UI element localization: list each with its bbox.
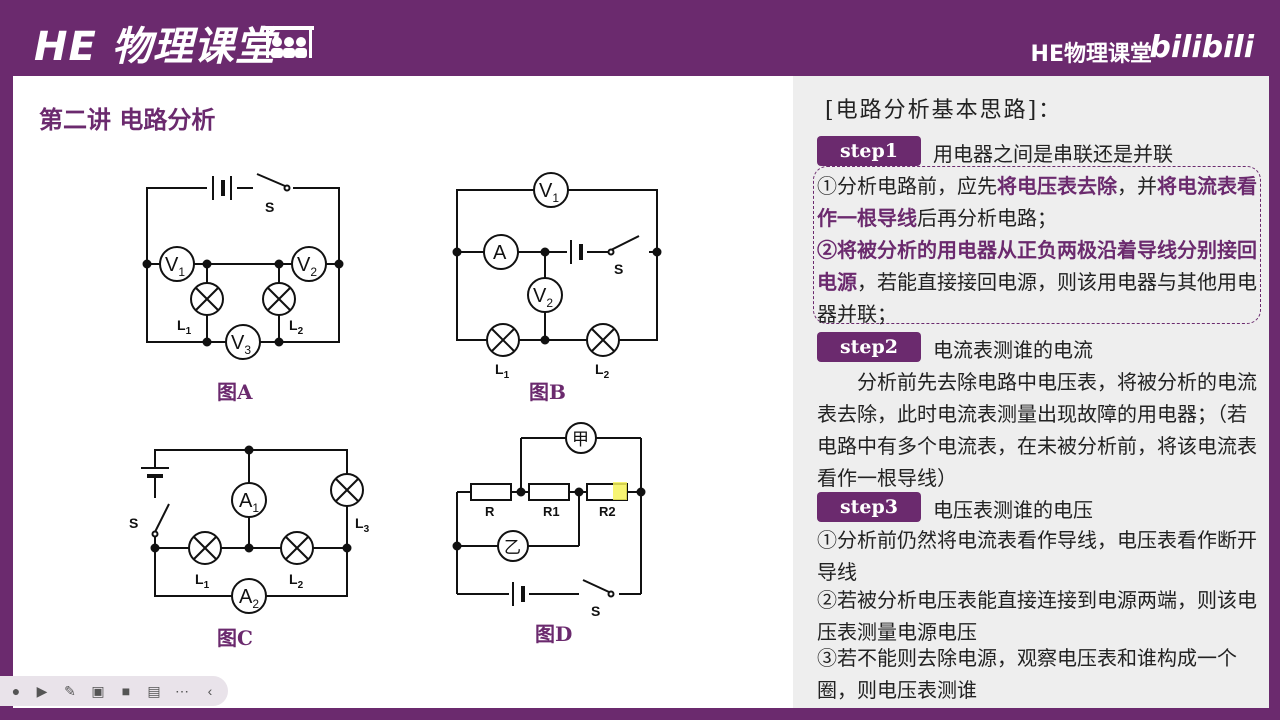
lamp-l2-label-b: L2 [595,361,610,381]
play-icon[interactable]: ▶ [36,683,48,699]
step1-badge: step1 [817,136,921,166]
step2-badge: step2 [817,332,921,362]
step3-title: 电压表测谁的电压 [933,498,1093,522]
figure-c-label: 图C [217,626,253,650]
step1-box [813,166,1261,324]
lamp-l1-label-b: L1 [495,361,510,381]
step3-badge: step3 [817,492,921,522]
notes-heading: [电路分析基本思路]： [825,98,1063,123]
circuit-d: 甲 R R1 R2 乙 S [452,422,646,619]
screenshot-icon[interactable]: ▣ [91,683,105,699]
resistor-r2-label: R2 [599,504,616,519]
brand-title: HE 物理课堂 [34,24,276,70]
switch-label-d: S [591,603,600,619]
circuit-a: S V1 V2 L1 L2 V3 [142,173,344,360]
more-icon[interactable]: ⋯ [175,683,189,699]
slide: 第二讲 电路分析 S V1 V2 [13,76,1269,708]
step3-point3: ③若不能则去除电源，观察电压表和谁构成一个圈，则电压表测谁 [817,646,1237,702]
lamp-l1-label-a: L1 [177,317,192,337]
step3-point1: ①分析前仍然将电流表看作导线，电压表看作断开导线 [817,528,1257,584]
lamp-l2-label-a: L2 [289,317,304,337]
circuit-diagrams: S V1 V2 L1 L2 V3 [129,172,662,619]
step1-title: 用电器之间是串联还是并联 [933,142,1173,166]
player-toolbar: ● ▶ ✎ ▣ ■ ▤ ⋯ ‹ [0,676,228,706]
bilibili-logo: bilibili [1149,30,1254,65]
circuit-b: V1 A S V2 L1 L2 [452,172,662,381]
switch-label-c: S [129,515,138,531]
header-bar: HE 物理课堂 HE物理课堂 bilibili [0,0,1280,76]
step2-title: 电流表测谁的电流 [933,338,1093,362]
collapse-icon[interactable]: ‹ [207,683,213,699]
resistor-r-label: R [485,504,495,519]
lecture-title: 第二讲 电路分析 [39,106,216,134]
step1-point1: ①分析电路前，应先将电压表去除，并将电流表看作一根导线后再分析电路； [817,174,1257,230]
step3-point2: ②若被分析电压表能直接连接到电源两端，则该电压表测量电源电压 [817,588,1257,644]
step2-paragraph: 分析前先去除电路中电压表，将被分析的电流表去除，此时电流表测量出现故障的用电器；… [817,370,1257,490]
circuit-c: S A1 L3 L1 L2 A2 [129,445,370,614]
figure-b-label: 图B [529,380,566,404]
lamp-l2-label-c: L2 [289,571,304,591]
ammeter-a-label-b: A [493,242,507,264]
lamp-l1-label-c: L1 [195,571,210,591]
record-icon[interactable]: ● [11,683,21,699]
camera-icon[interactable]: ■ [121,683,131,699]
switch-label-a: S [265,199,274,215]
switch-label-b: S [614,261,623,277]
pen-icon[interactable]: ✎ [64,683,76,699]
step1-point2: ②将被分析的用电器从正负两极沿着导线分别接回电源，若能直接接回电源，则该用电器与… [817,238,1257,326]
meter-yi-label: 乙 [504,538,521,557]
circuit-pane: 第二讲 电路分析 S V1 V2 [13,76,793,708]
lamp-l3-label: L3 [355,515,370,535]
resistor-r1-label: R1 [543,504,560,519]
meter-jia-label: 甲 [572,430,589,449]
chat-icon[interactable]: ▤ [147,683,161,699]
classroom-icon [264,26,314,58]
figure-a-label: 图A [217,380,253,404]
notes-pane: [电路分析基本思路]： step1 用电器之间是串联还是并联 ①分析电路前，应先… [793,76,1269,708]
figure-d-label: 图D [535,622,573,646]
channel-name: HE物理课堂 [1030,42,1152,67]
